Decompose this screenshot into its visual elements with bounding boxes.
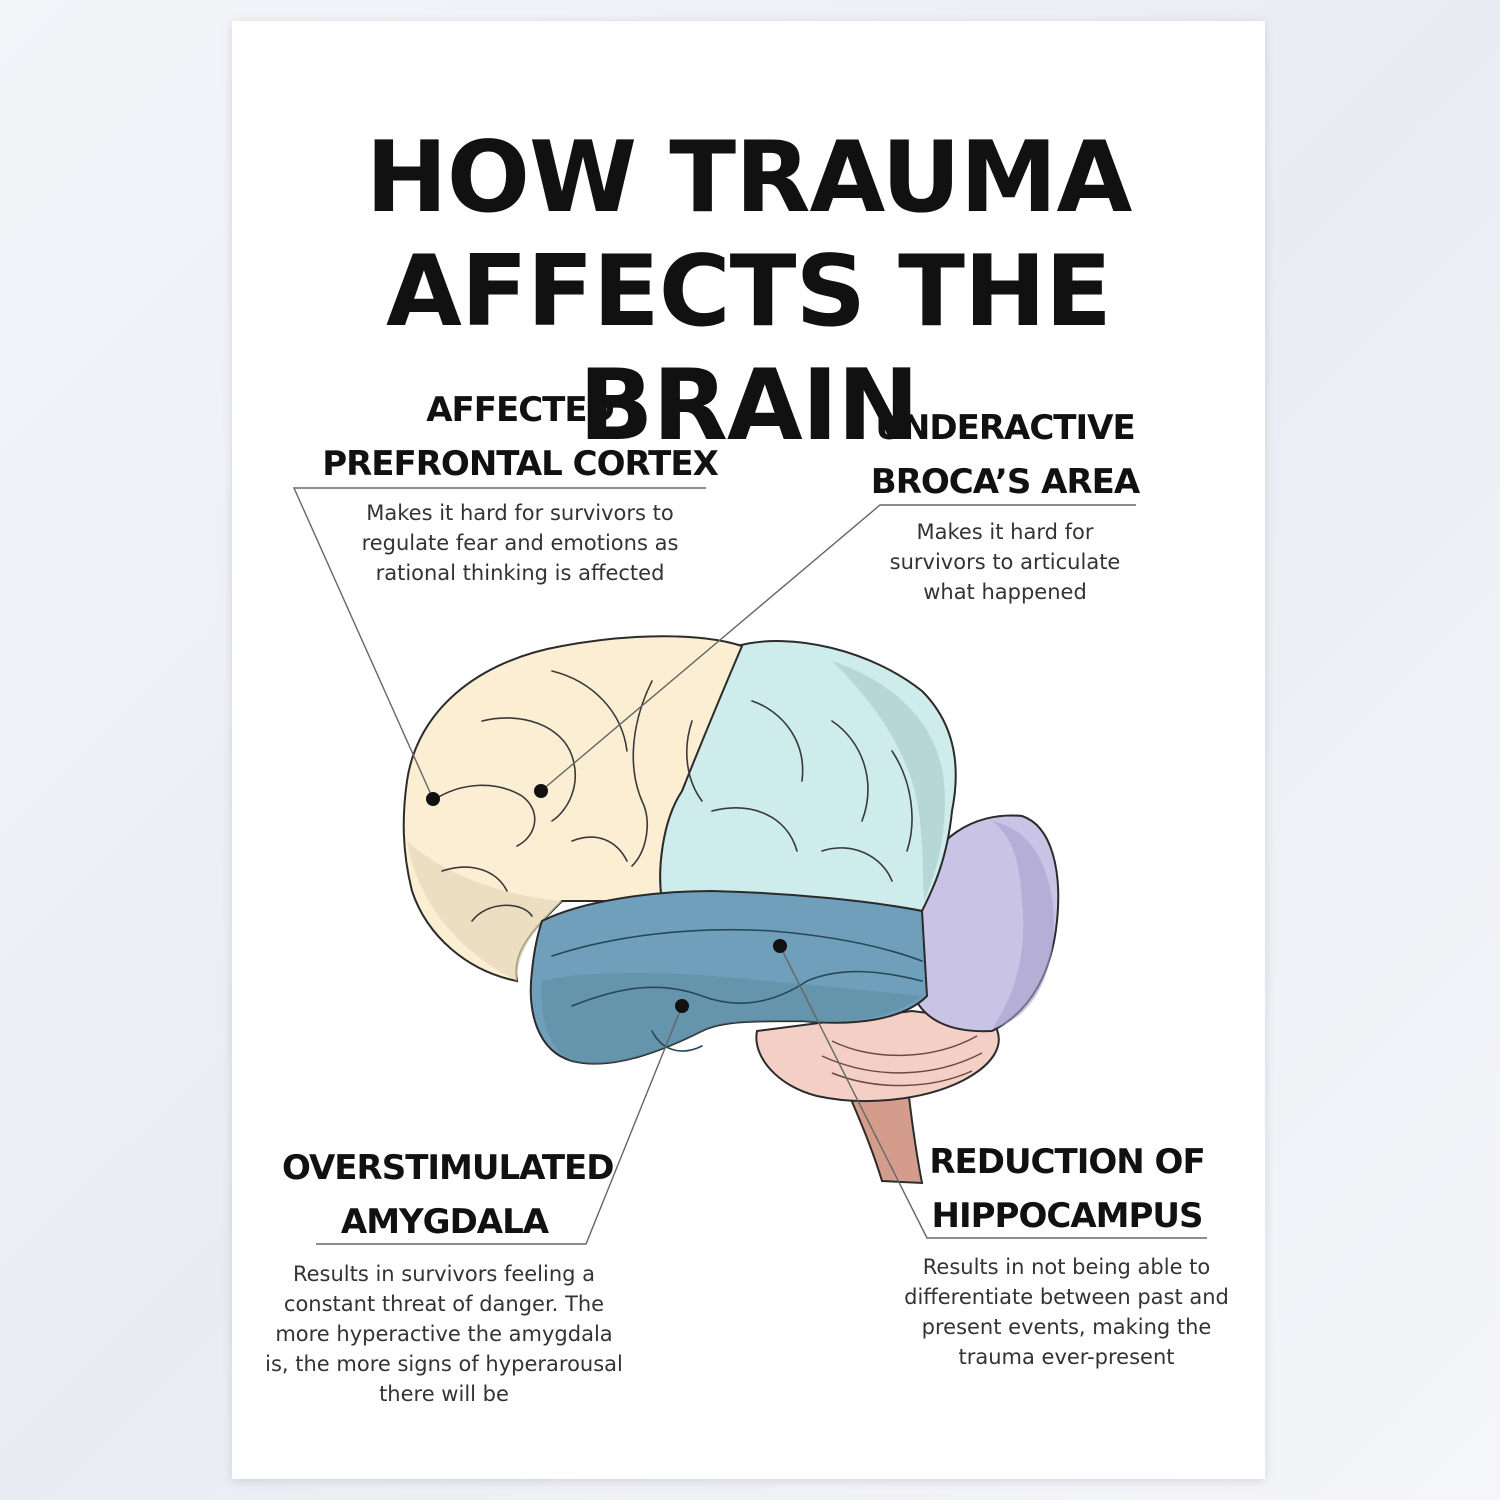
- cerebellum-folds: [821, 1035, 983, 1087]
- hippocampus-heading-line-1: REDUCTION OF: [929, 1142, 1205, 1182]
- pointer-broca: [540, 504, 1136, 792]
- pointer-hippocampus: [779, 945, 1207, 1239]
- frontal-sulci: [431, 670, 703, 922]
- occipital-shade: [992, 821, 1054, 1029]
- amygdala-heading-line-1: OVERSTIMULATED: [282, 1148, 614, 1188]
- pointer-prefrontal: [292, 487, 706, 800]
- brain-diagram: [292, 487, 1207, 1245]
- parietal-sulci: [711, 700, 913, 882]
- prefrontal-heading-line-2: PREFRONTAL CORTEX: [322, 444, 719, 484]
- prefrontal-description: Makes it hard for survivors to regulate …: [361, 501, 679, 585]
- poster-title: HOW TRAUMA AFFECTS THE BRAIN: [232, 121, 1265, 463]
- amygdala-heading-line-2: AMYGDALA: [340, 1202, 549, 1242]
- title-line-2: AFFECTS THE BRAIN: [386, 235, 1112, 463]
- broca-heading-line-1: UNDERACTIVE: [875, 408, 1135, 448]
- temporal-shade: [541, 972, 922, 1064]
- amygdala-description: Results in survivors feeling a constant …: [265, 1262, 623, 1406]
- prefrontal-heading-line-1: AFFECTED: [426, 390, 615, 430]
- amygdala-heading: OVERSTIMULATED AMYGDALA: [282, 1141, 614, 1249]
- hippocampus-heading: REDUCTION OF HIPPOCAMPUS: [922, 1135, 1212, 1243]
- marker-amygdala: [675, 999, 689, 1013]
- marker-broca: [534, 784, 548, 798]
- broca-description: Makes it hard for survivors to articulat…: [889, 520, 1121, 604]
- pointer-lines: [292, 487, 1207, 1245]
- marker-hippocampus: [773, 939, 787, 953]
- parietal-shade: [832, 661, 945, 901]
- broca-heading-line-2: BROCA’S AREA: [870, 462, 1140, 502]
- hippocampus-description: Results in not being able to differentia…: [904, 1255, 1229, 1369]
- title-line-1: HOW TRAUMA: [365, 121, 1133, 235]
- pointer-amygdala: [316, 1005, 683, 1245]
- temporal-sulci: [551, 928, 923, 1052]
- marker-prefrontal: [426, 792, 440, 806]
- cerebellum: [755, 1009, 1000, 1102]
- hippocampus-heading-line-2: HIPPOCAMPUS: [931, 1196, 1204, 1236]
- prefrontal-heading: AFFECTED PREFRONTAL CORTEX: [320, 383, 720, 491]
- broca-heading: UNDERACTIVE BROCA’S AREA: [870, 401, 1140, 509]
- poster: HOW TRAUMA AFFECTS THE BRAIN: [232, 21, 1265, 1479]
